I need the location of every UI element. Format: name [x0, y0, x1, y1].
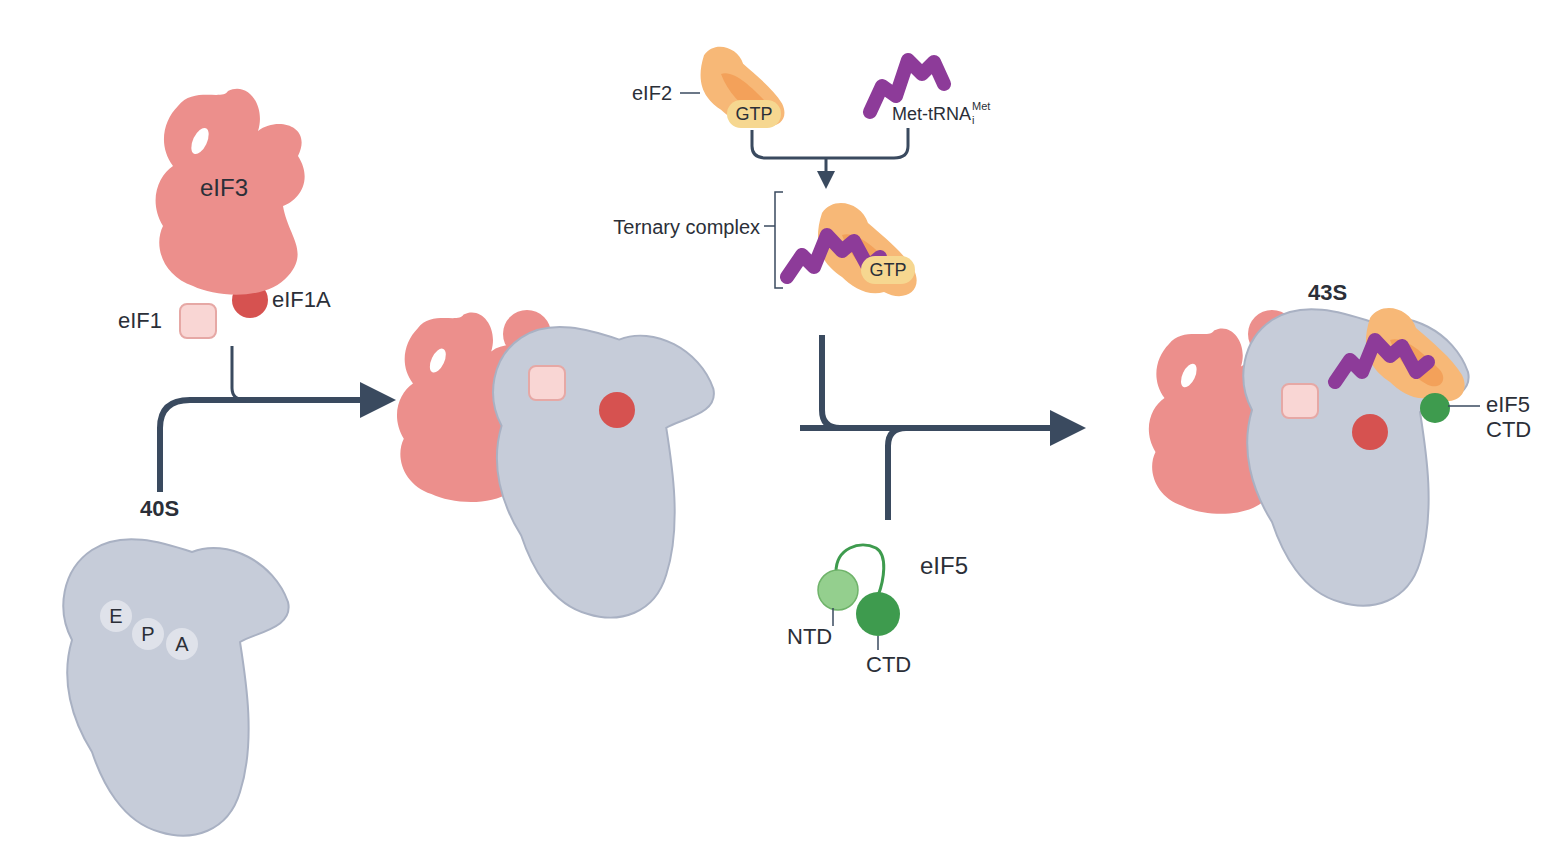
label-box: Ternary complex	[613, 214, 760, 239]
protein-label: eIF5	[920, 552, 968, 579]
site-circle: E	[100, 600, 132, 632]
node-text: E	[109, 605, 122, 628]
label-box: NTD	[787, 624, 832, 649]
gtp-oval: GTP	[727, 100, 781, 128]
domain-label: NTD	[787, 624, 832, 649]
trna-label: Met-tRNAiMet	[892, 104, 971, 124]
label-box: eIF5 CTD	[1486, 392, 1546, 443]
node-text: GTP	[869, 260, 906, 281]
site-circle: A	[166, 628, 198, 660]
label-box: eIF1	[118, 308, 162, 333]
protein-label: eIF2	[632, 82, 672, 104]
protein-blob: eIF3	[148, 86, 313, 298]
node-text: GTP	[735, 104, 772, 125]
domain-label: CTD	[866, 652, 911, 677]
label-box: Met-tRNAiMet	[892, 100, 971, 125]
subscript: i	[972, 114, 974, 127]
complex-label: 43S	[1308, 280, 1347, 305]
domain-label: eIF5 CTD	[1486, 392, 1531, 442]
label-box: 43S	[1308, 280, 1347, 305]
superscript: Met	[972, 100, 990, 113]
label-box: eIF1A	[272, 287, 331, 312]
complex-label: Ternary complex	[613, 216, 760, 238]
label-box: eIF5	[920, 552, 968, 580]
node-text: A	[175, 633, 188, 656]
site-circle: P	[132, 618, 164, 650]
protein-label: eIF1	[118, 308, 162, 333]
label-box: eIF2	[632, 80, 672, 105]
node-text: 40S	[140, 496, 179, 521]
shape-outline	[48, 496, 293, 841]
gtp-oval: GTP	[861, 256, 915, 284]
protein-label: eIF1A	[272, 287, 331, 312]
ribosome-subunit: 40S EPA	[48, 496, 293, 841]
node-text: P	[141, 623, 154, 646]
label-box: CTD	[866, 652, 911, 677]
node-text: eIF3	[200, 174, 248, 202]
